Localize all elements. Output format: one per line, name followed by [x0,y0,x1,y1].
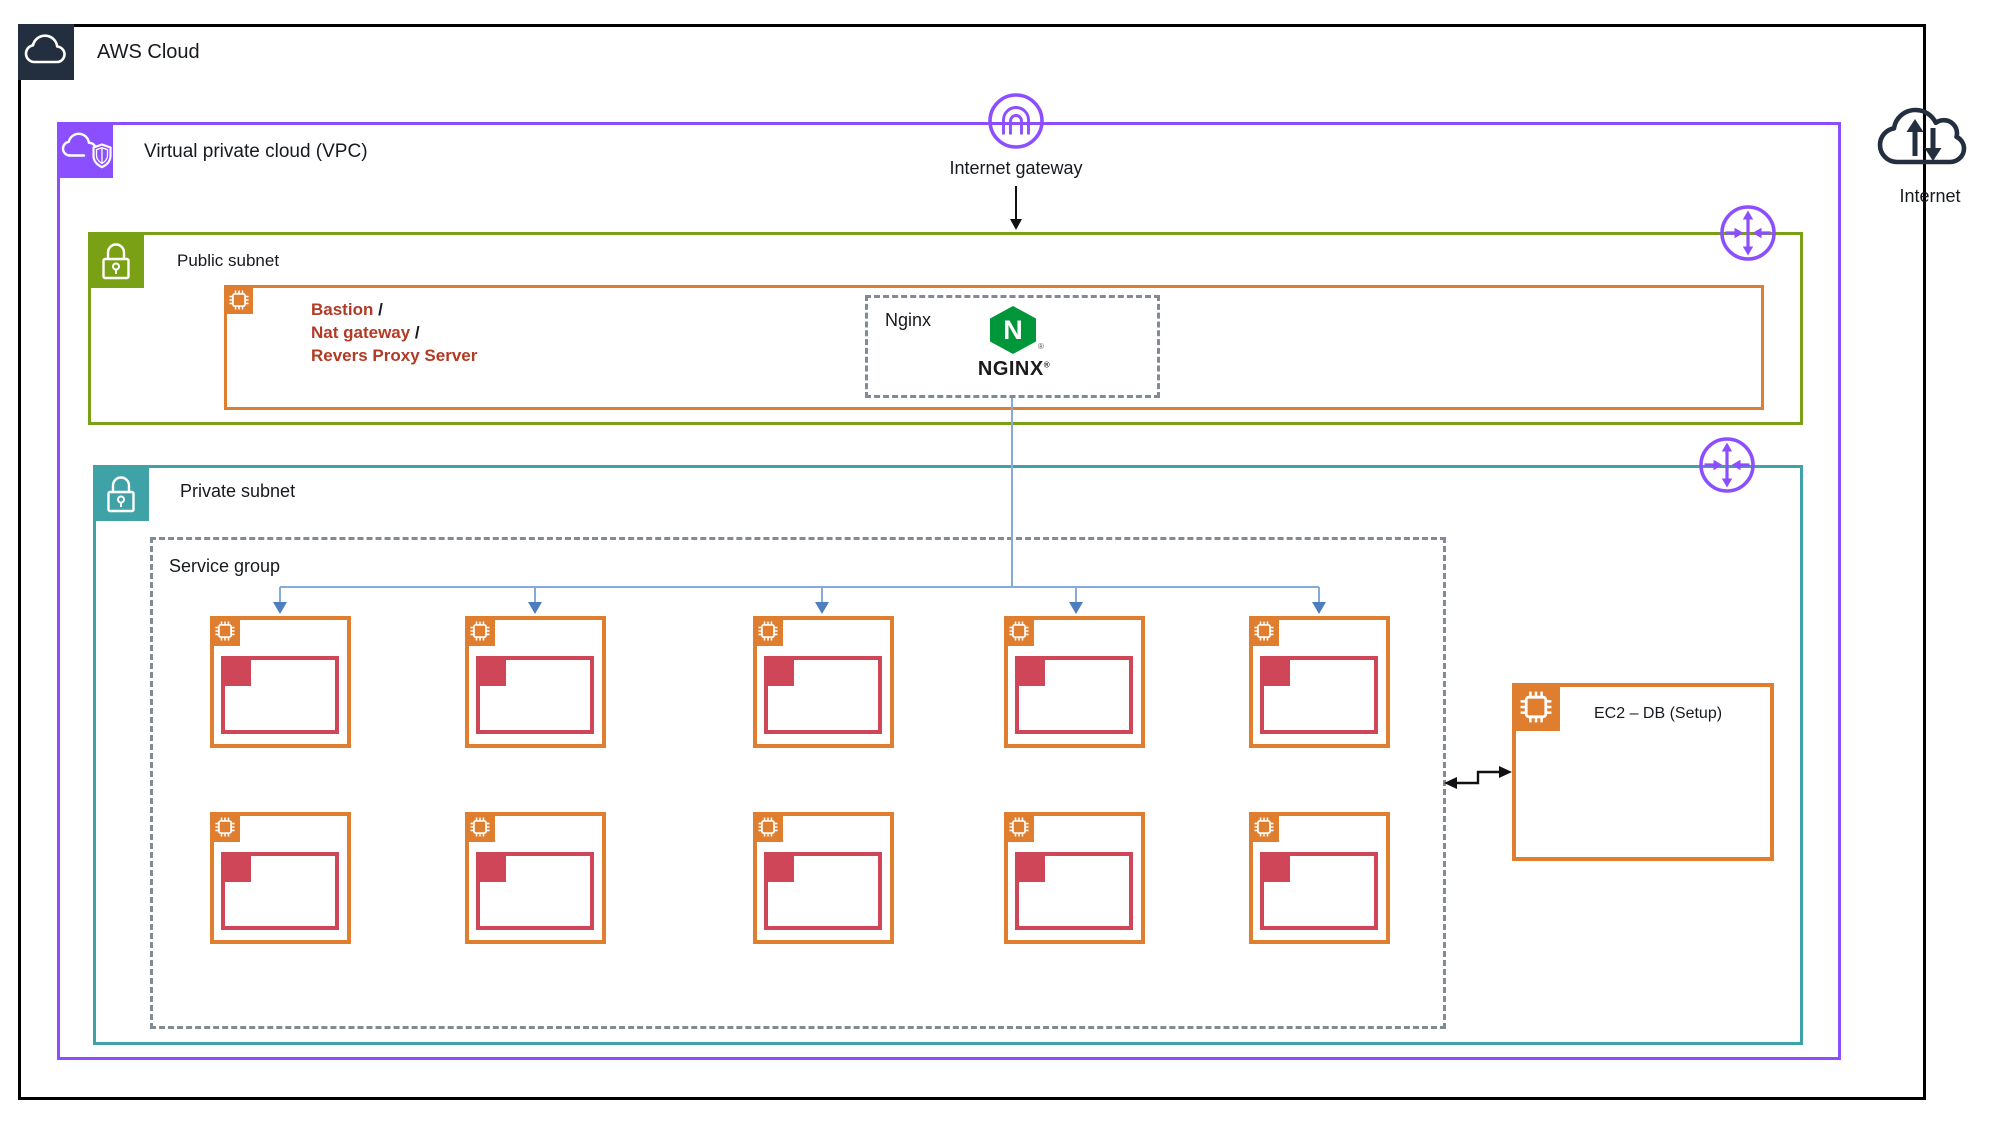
nginx-box: Nginx N ® NGINX® [865,295,1160,398]
aws-cloud-label: AWS Cloud [97,41,200,63]
ec2-chip-icon [1249,812,1279,842]
private-subnet-group: Private subnet [93,465,1803,1045]
ec2-instance [753,812,894,944]
private-subnet-lock-icon [93,465,149,521]
internet-label: Internet [1899,186,1961,206]
aws-cloud-group: AWS Cloud [18,24,1926,1100]
app-container [221,852,339,930]
ec2-instance [210,616,351,748]
bastion-line2: Nat gateway [311,323,411,342]
ec2-instance [1249,616,1390,748]
app-square [1015,852,1045,882]
app-container [1015,656,1133,734]
router-icon [1698,436,1756,494]
app-square [476,656,506,686]
app-square [221,656,251,686]
service-group-box: Service group [150,537,1446,1029]
private-subnet-label: Private subnet [180,481,296,501]
public-subnet-lock-icon [88,232,144,288]
app-container [476,852,594,930]
ec2-chip-icon [1004,812,1034,842]
ec2-instance [1004,616,1145,748]
public-subnet-label: Public subnet [177,251,280,270]
nginx-label: Nginx [885,310,932,330]
bastion-text: Bastion / Nat gateway / Revers Proxy Ser… [311,300,478,365]
app-container [1015,852,1133,930]
ec2-chip-icon [1004,616,1034,646]
app-square [476,852,506,882]
nginx-logo-registered: ® [1038,342,1044,351]
ec2-chip-icon [1512,683,1560,731]
app-container [764,656,882,734]
ec2-instance [465,616,606,748]
vpc-group: Virtual private cloud (VPC) [57,122,1841,1060]
app-container [1260,852,1378,930]
ec2-instance [1004,812,1145,944]
app-square [1260,656,1290,686]
app-square [764,852,794,882]
app-square [1260,852,1290,882]
app-container [476,656,594,734]
ec2-chip-icon [465,812,495,842]
internet-gateway-icon [987,92,1045,150]
bastion-line1: Bastion [311,300,374,319]
ec2-db-box: EC2 – DB (Setup) [1512,683,1774,861]
nginx-wordmark: NGINX® [977,358,1051,380]
service-group-label: Service group [169,556,281,576]
internet-gateway-label: Internet gateway [949,158,1083,178]
app-square [764,656,794,686]
ec2-chip-icon [465,616,495,646]
vpc-icon [57,122,113,178]
public-subnet-group: Public subnet [88,232,1803,425]
app-container [1260,656,1378,734]
bastion-line3: Revers Proxy Server [311,346,478,365]
ec2-instance [753,616,894,748]
ec2-instance [465,812,606,944]
app-container [221,656,339,734]
vpc-label: Virtual private cloud (VPC) [144,141,368,162]
ec2-chip-icon [210,616,240,646]
ec2-chip-icon [1249,616,1279,646]
ec2-chip-icon [753,812,783,842]
bastion-box: Bastion / Nat gateway / Revers Proxy Ser… [224,285,1764,410]
app-square [1015,656,1045,686]
ec2-chip-icon [210,812,240,842]
app-container [764,852,882,930]
nginx-logo-icon: N [990,306,1036,354]
aws-cloud-icon [18,24,74,80]
ec2-chip-icon [224,285,253,314]
router-icon [1719,204,1777,262]
internet-icon [1868,86,1992,178]
ec2-db-label: EC2 – DB (Setup) [1594,705,1723,722]
ec2-instance [1249,812,1390,944]
app-square [221,852,251,882]
ec2-chip-icon [753,616,783,646]
ec2-instance [210,812,351,944]
